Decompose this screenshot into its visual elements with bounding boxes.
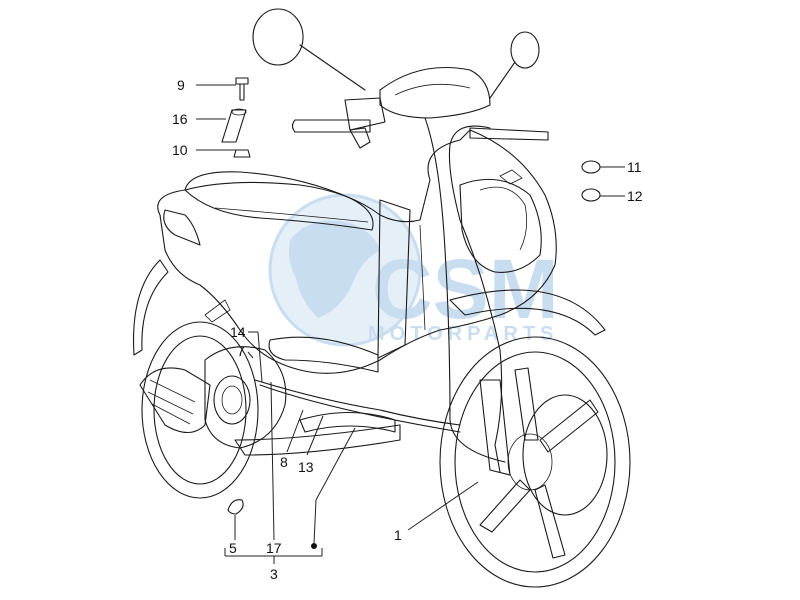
part-bolt-9 [235,77,249,101]
mirror-left [252,8,366,91]
part-clip-5 [227,499,244,515]
floorboard [268,336,379,373]
callout-10: 10 [172,142,188,158]
part-nut-10 [233,149,251,158]
callout-16: 16 [172,111,188,127]
exhaust [139,367,211,434]
watermark: CSM MOTORPARTS [268,193,559,347]
part-end-point-3 [311,543,317,549]
callout-7: 7 [237,343,245,359]
part-clip-11 [581,160,601,174]
engine-fan [213,375,251,425]
watermark-tagline: MOTORPARTS [368,323,558,345]
scooter-drawing [133,8,631,588]
tail-panel [163,209,201,246]
callout-12: 12 [627,188,643,204]
mirror-right [489,31,540,99]
callout-11: 11 [627,159,642,175]
callout-8: 8 [280,454,288,470]
brake-disc [522,394,608,516]
callout-1: 1 [394,527,402,543]
front-fender [449,289,606,336]
watermark-brand: CSM [372,242,559,336]
brake-cable-front [424,117,506,463]
front-fork [479,379,511,476]
brake-cable-rear [254,379,461,426]
callout-5: 5 [229,540,237,556]
part-clip-12 [581,188,601,202]
front-wheel [439,336,631,588]
callout-17: 17 [266,540,282,556]
engine-block [204,346,287,449]
part-clamp-16 [221,108,247,143]
callout-13: 13 [298,459,314,475]
callout-14: 14 [230,324,246,340]
leader-lines [196,84,625,564]
watermark-globe-land [288,220,380,318]
leg-shield [377,199,411,359]
rear-wheel [141,321,259,499]
callout-3: 3 [270,566,278,582]
headset [379,67,491,119]
scooter-body [157,129,557,374]
handlebar-left [291,119,371,133]
callout-9: 9 [177,77,185,93]
rear-mudguard [133,259,169,356]
seat [184,171,374,231]
handlebar-right [469,127,549,141]
